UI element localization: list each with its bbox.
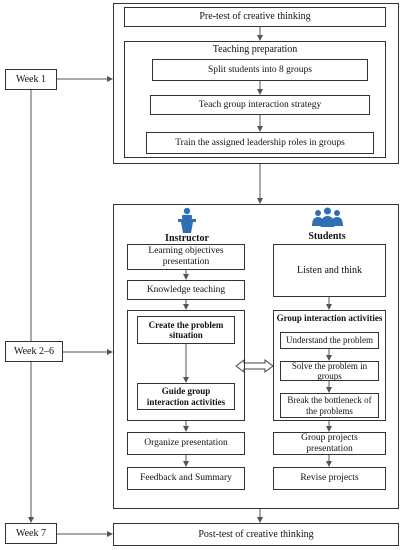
train-roles-box: Train the assigned leadership roles in g… [146,132,374,154]
break-bottleneck-box: Break the bottleneck of the problems [280,393,379,418]
knowledge-teaching-box: Knowledge teaching [127,280,245,300]
group-projects-box: Group projects presentation [273,432,386,455]
week1-box: Week 1 [5,69,57,90]
listen-think-box: Listen and think [273,244,386,297]
solve-problem-box: Solve the problem in groups [280,361,379,381]
teach-strategy-box: Teach group interaction strategy [150,95,370,115]
group-people-icon [312,207,343,227]
create-problem-box: Create the problem situation [137,316,235,344]
students-title: Students [308,231,346,242]
teaching-preparation-title: Teaching preparation [212,44,298,55]
organize-presentation-box: Organize presentation [127,432,245,455]
split-groups-box: Split students into 8 groups [152,59,368,81]
posttest-box: Post-test of creative thinking [113,523,399,546]
learning-objectives-box: Learning objectives presentation [127,244,245,270]
understand-problem-box: Understand the problem [280,332,379,349]
revise-projects-box: Revise projects [273,467,386,490]
implementation-phase-frame [113,204,399,509]
instructor-group-frame [127,310,245,421]
instructor-title: Instructor [165,233,209,244]
pretest-box: Pre-test of creative thinking [124,7,386,27]
teaching-preparation-frame [124,41,386,158]
week7-box: Week 7 [5,523,57,544]
guide-group-box: Guide group interaction activities [137,383,235,410]
preparation-phase-frame [113,3,399,164]
student-group-frame [273,310,386,421]
podium-person-icon [178,207,196,233]
week2-6-box: Week 2–6 [5,341,63,362]
group-activities-title: Group interaction activities [276,313,383,323]
feedback-summary-box: Feedback and Summary [127,467,245,490]
